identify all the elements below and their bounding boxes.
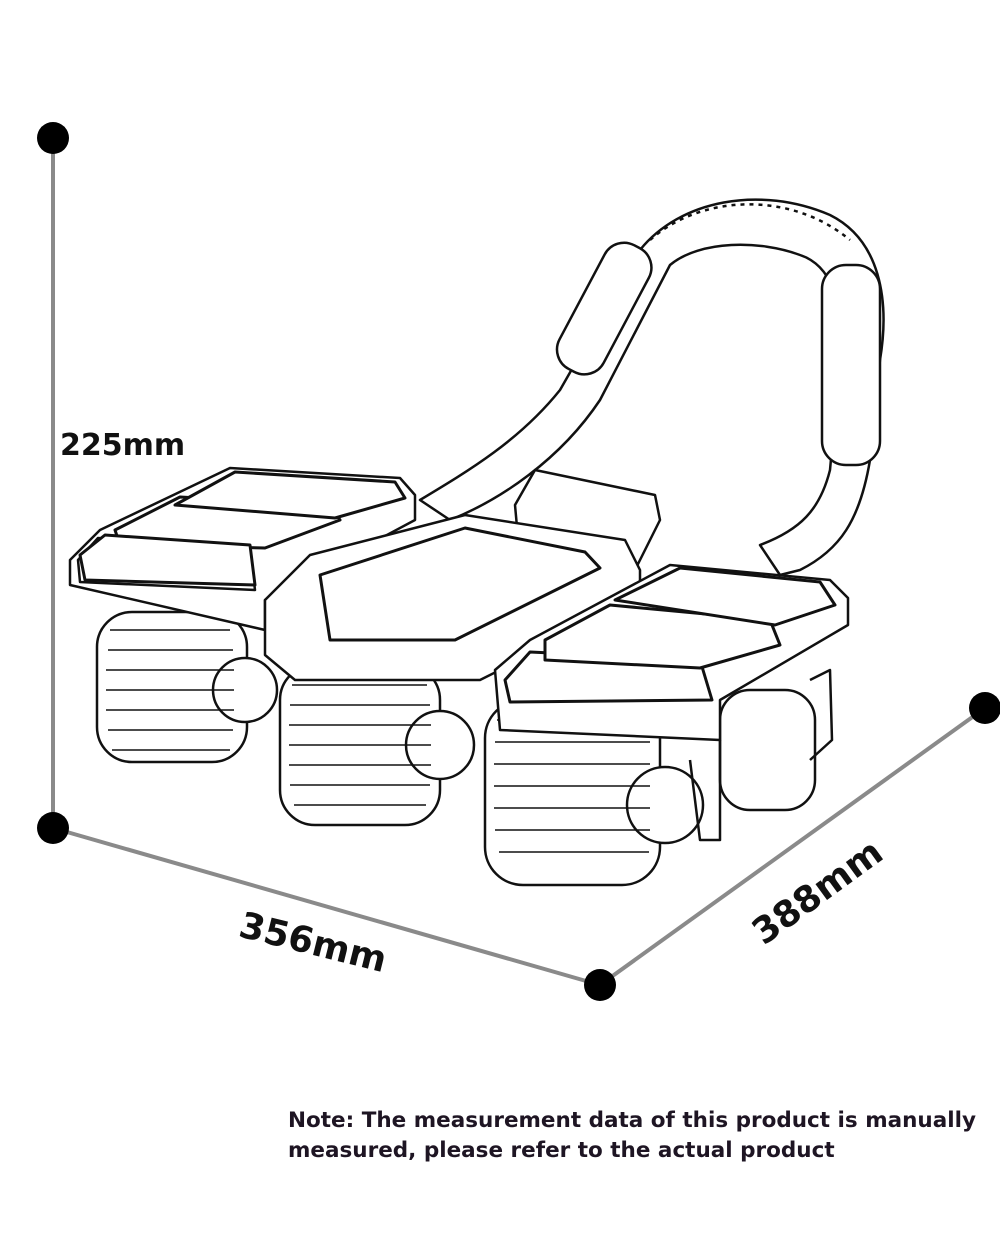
handle-grip-left [555, 241, 653, 376]
pad [543, 603, 782, 670]
measurement-note: Note: The measurement data of this produ… [288, 1106, 998, 1166]
dot-bottom-front [584, 969, 616, 1001]
roller [718, 688, 817, 812]
width-line [52, 826, 601, 987]
ab-roller-illustration [68, 198, 885, 887]
pad [173, 470, 407, 520]
center-pad [318, 526, 602, 642]
dot-bottom-left [37, 812, 69, 844]
pad [78, 533, 257, 587]
dimension-dots [37, 122, 1000, 1001]
height-label: 225mm [60, 428, 186, 463]
dimension-lines [51, 138, 987, 987]
pad [613, 566, 837, 627]
dot-top [37, 122, 69, 154]
dot-right [969, 692, 1000, 724]
depth-line [598, 706, 987, 987]
handle [418, 198, 885, 577]
handle-grip-right [820, 263, 882, 467]
note-line-2: measured, please refer to the actual pro… [288, 1138, 835, 1163]
note-line-1: Note: The measurement data of this produ… [288, 1108, 976, 1133]
